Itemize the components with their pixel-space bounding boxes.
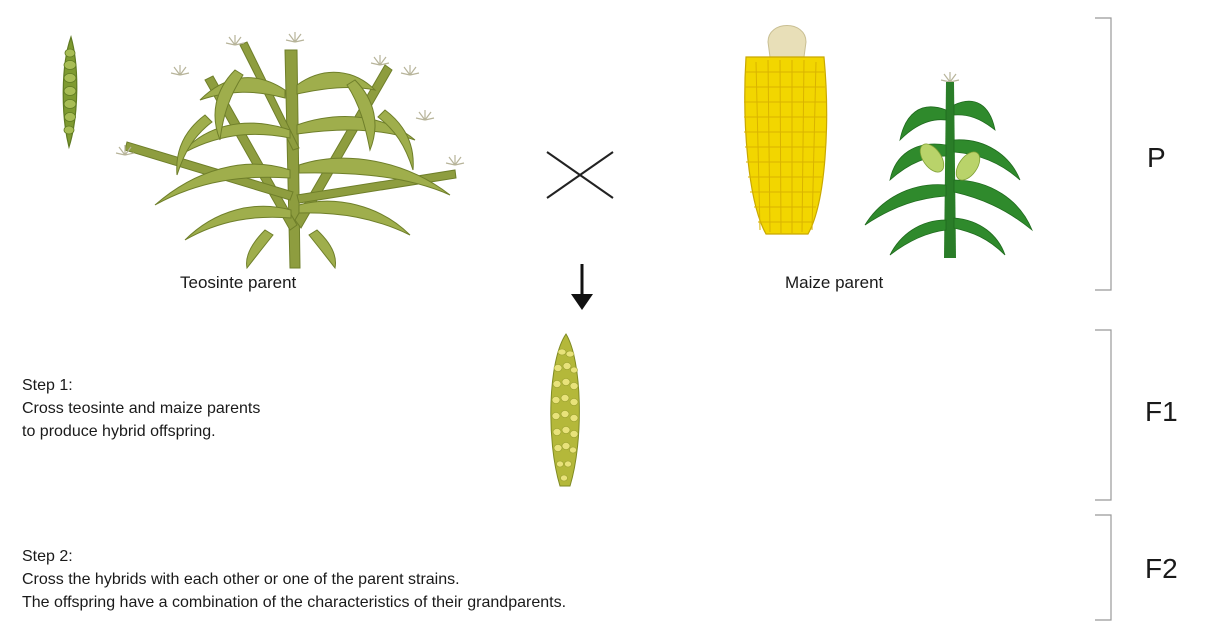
generation-label-f2: F2	[1145, 553, 1178, 585]
step-2-title: Step 2:	[22, 545, 566, 568]
step-1-line-2: to produce hybrid offspring.	[22, 420, 260, 443]
step-1-title: Step 1:	[22, 374, 260, 397]
step-1-text: Step 1: Cross teosinte and maize parents…	[22, 374, 260, 443]
bracket-f1	[1095, 330, 1111, 500]
generation-label-f1: F1	[1145, 396, 1178, 428]
generation-label-p: P	[1147, 142, 1166, 174]
maize-plant-icon	[860, 70, 1035, 260]
cross-icon	[545, 150, 615, 200]
step-2-text: Step 2: Cross the hybrids with each othe…	[22, 545, 566, 614]
maize-parent-label: Maize parent	[785, 273, 883, 293]
step-2-line-2: The offspring have a combination of the …	[22, 591, 566, 614]
bracket-f2	[1095, 515, 1111, 620]
maize-ear-icon	[738, 12, 833, 237]
generation-brackets	[1085, 0, 1125, 625]
teosinte-plant-icon	[85, 30, 485, 270]
teosinte-ear-icon	[55, 35, 85, 150]
hybrid-ear-icon	[540, 330, 590, 490]
step-1-line-1: Cross teosinte and maize parents	[22, 397, 260, 420]
step-2-line-1: Cross the hybrids with each other or one…	[22, 568, 566, 591]
down-arrow-icon	[567, 262, 597, 312]
teosinte-parent-label: Teosinte parent	[180, 273, 296, 293]
bracket-p	[1095, 18, 1111, 290]
